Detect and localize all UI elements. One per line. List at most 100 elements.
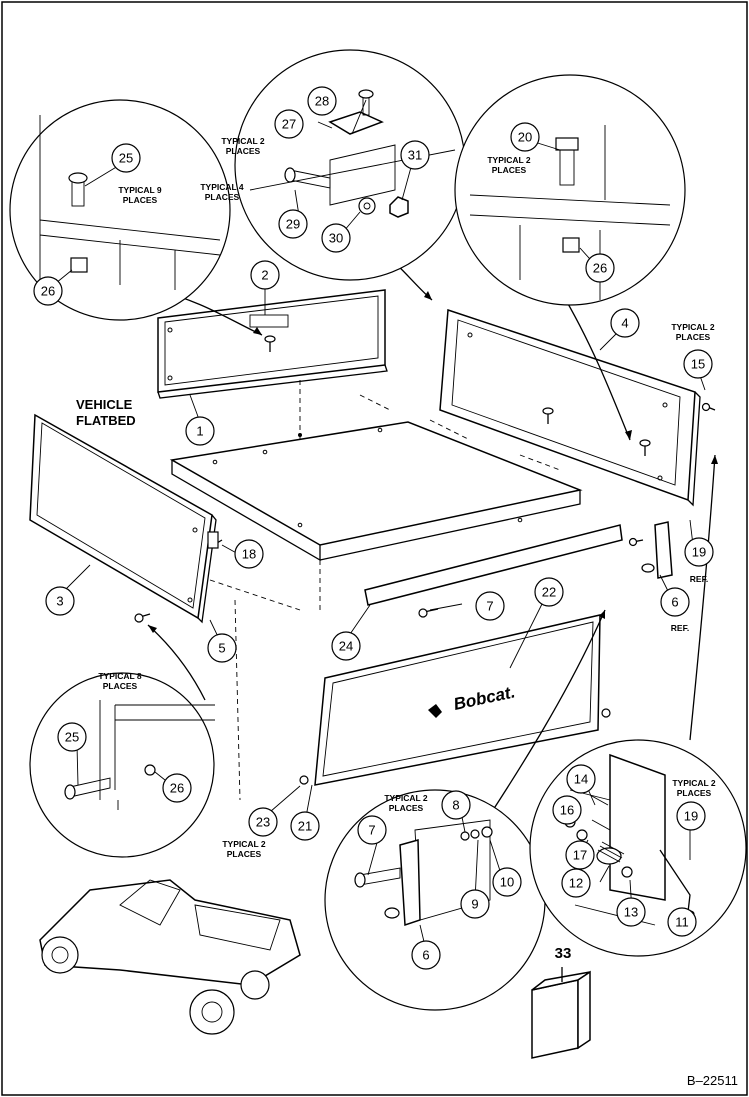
- callout-26b: 26: [585, 253, 615, 283]
- svg-text:9: 9: [471, 897, 478, 912]
- svg-text:21: 21: [298, 819, 312, 834]
- callout-21: 21: [290, 811, 320, 841]
- svg-text:10: 10: [500, 875, 514, 890]
- svg-text:12: 12: [569, 876, 583, 891]
- callout-7b: 7: [357, 815, 387, 845]
- svg-text:25: 25: [65, 730, 79, 745]
- svg-text:2: 2: [261, 268, 268, 283]
- figure-id: B–22511: [687, 1073, 738, 1088]
- callout-1: 1: [185, 416, 215, 446]
- callout-29: 29: [278, 209, 308, 239]
- tailgate-rail: [364, 524, 623, 606]
- callout-6b: 6: [411, 940, 441, 970]
- svg-text:15: 15: [691, 357, 705, 372]
- svg-text:22: 22: [542, 585, 556, 600]
- label-ref-6: REF.: [671, 623, 689, 633]
- svg-text:24: 24: [339, 639, 353, 654]
- callout-12: 12: [561, 868, 591, 898]
- svg-text:8: 8: [452, 798, 459, 813]
- callout-19a: 19: [684, 537, 714, 567]
- callout-25b: 25: [57, 722, 87, 752]
- callout-18: 18: [234, 539, 264, 569]
- callout-11: 11: [667, 907, 697, 937]
- callout-20: 20: [510, 122, 540, 152]
- inset-top-left: [9, 99, 231, 321]
- svg-text:19: 19: [684, 809, 698, 824]
- svg-text:29: 29: [286, 217, 300, 232]
- svg-text:6: 6: [671, 595, 678, 610]
- svg-text:14: 14: [574, 772, 588, 787]
- bobcat-logo-mark: [428, 704, 442, 718]
- callout-16: 16: [552, 795, 582, 825]
- label-ref-19: REF.: [690, 574, 708, 584]
- hinge-bracket: [641, 521, 673, 579]
- left-side-panel: [29, 413, 217, 624]
- callout-2: 2: [250, 260, 280, 290]
- svg-text:28: 28: [315, 94, 329, 109]
- callout-8: 8: [441, 790, 471, 820]
- callout-22: 22: [534, 577, 564, 607]
- callout-14: 14: [566, 764, 596, 794]
- callout-17: 17: [565, 840, 595, 870]
- callout-9: 9: [460, 889, 490, 919]
- svg-text:11: 11: [675, 915, 689, 930]
- flatbed-deck: [169, 380, 583, 801]
- svg-text:31: 31: [408, 148, 422, 163]
- callout-27: 27: [274, 109, 304, 139]
- svg-text:25: 25: [119, 151, 133, 166]
- svg-text:4: 4: [621, 316, 628, 331]
- callout-13: 13: [616, 897, 646, 927]
- callout-23: 23: [248, 807, 278, 837]
- callout-7a: 7: [475, 591, 505, 621]
- svg-text:23: 23: [256, 815, 270, 830]
- callout-25a: 25: [111, 143, 141, 173]
- svg-text:19: 19: [692, 545, 706, 560]
- svg-text:7: 7: [368, 823, 375, 838]
- front-side-panel: [157, 289, 388, 399]
- callout-15: 15: [683, 349, 713, 379]
- callout-30: 30: [321, 223, 351, 253]
- callout-24: 24: [331, 631, 361, 661]
- callout-26a: 26: [33, 276, 63, 306]
- callout-4: 4: [610, 308, 640, 338]
- callout-28: 28: [307, 86, 337, 116]
- inset-bottom-center: [324, 789, 546, 1011]
- svg-text:27: 27: [282, 117, 296, 132]
- svg-text:6: 6: [422, 948, 429, 963]
- callout-5: 5: [207, 633, 237, 663]
- svg-text:16: 16: [560, 803, 574, 818]
- svg-text:5: 5: [218, 641, 225, 656]
- svg-text:26: 26: [170, 781, 184, 796]
- callout-6a: 6: [660, 587, 690, 617]
- svg-text:26: 26: [41, 284, 55, 299]
- callout-31: 31: [400, 140, 430, 170]
- svg-text:26: 26: [593, 261, 607, 276]
- svg-text:7: 7: [486, 599, 493, 614]
- callouts: 1 2 3 4 5 6 6 7 7 8 9 10 11 12 13 14 15 …: [33, 86, 714, 970]
- inset-top-right: [454, 74, 686, 306]
- svg-text:18: 18: [242, 547, 256, 562]
- svg-text:20: 20: [518, 130, 532, 145]
- inset-bottom-left: [29, 672, 215, 858]
- svg-text:17: 17: [573, 848, 587, 863]
- vehicle-illustration: [39, 879, 301, 1035]
- svg-text:13: 13: [624, 905, 638, 920]
- tailgate: [314, 614, 601, 786]
- callout-26c: 26: [162, 773, 192, 803]
- svg-text:1: 1: [196, 424, 203, 439]
- rear-panel: [439, 308, 701, 507]
- svg-text:3: 3: [56, 594, 63, 609]
